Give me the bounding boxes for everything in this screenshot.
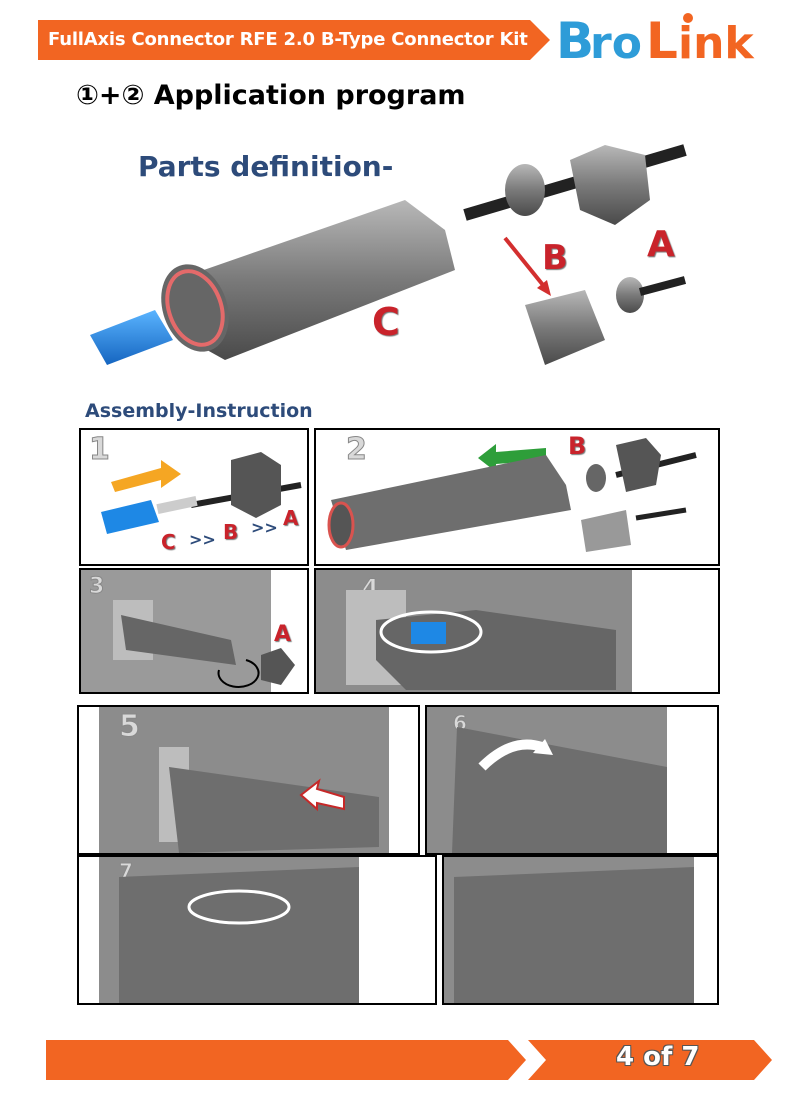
step-number: 2 [346,432,368,468]
step-panel-1: 1 C >> B >> A [79,428,309,566]
page-number: 4 of 7 [616,1042,700,1072]
part-label-c: C [372,300,400,344]
step-number: 5 [119,709,141,745]
footer-bar-chevron [528,1040,772,1080]
step-4-illustration [346,590,616,690]
step-panel-4: 4 [314,568,720,694]
step-panel-3: 3 A [79,568,309,694]
parts-heading: Parts definition- [138,150,394,183]
step-2-illustration [327,438,697,552]
step-panel-7: 7 [77,855,437,1005]
step-5-illustration [159,747,379,853]
part-label-a: A [274,622,292,647]
document-title: FullAxis Connector RFE 2.0 B-Type Connec… [48,29,528,50]
part-label-b: B [542,238,568,278]
svg-text:ink: ink [678,18,755,68]
sequence-arrow: >> [189,530,216,549]
footer-bar [46,1040,526,1080]
brolink-logo: B ro L ink [556,12,755,68]
step-panel-5: 5 [77,705,420,855]
step-number: 1 [89,432,111,468]
svg-text:L: L [646,12,678,68]
step-1-illustration [101,452,302,534]
step-7-illustration [119,867,359,1003]
final-illustration [444,857,694,1003]
step-number: 3 [88,574,105,600]
parts-illustration [90,144,687,365]
step-panel-final [442,855,719,1005]
sequence-b: B [223,520,239,544]
svg-text:ro: ro [590,18,642,68]
step-6-illustration [452,727,667,853]
svg-text:B: B [556,12,594,68]
step-panel-2: 2 B [314,428,720,566]
part-label-a: A [647,224,675,265]
step-panel-6: 6 [425,705,719,855]
sequence-arrow: >> [251,518,278,537]
sequence-a: A [283,506,299,530]
step-3-illustration [113,570,307,692]
section-title: ①+② Application program [76,80,466,111]
sequence-c: C [161,530,176,554]
part-label-b: B [568,432,587,460]
header-banner [38,20,550,60]
assembly-heading: Assembly-Instruction [85,400,313,422]
